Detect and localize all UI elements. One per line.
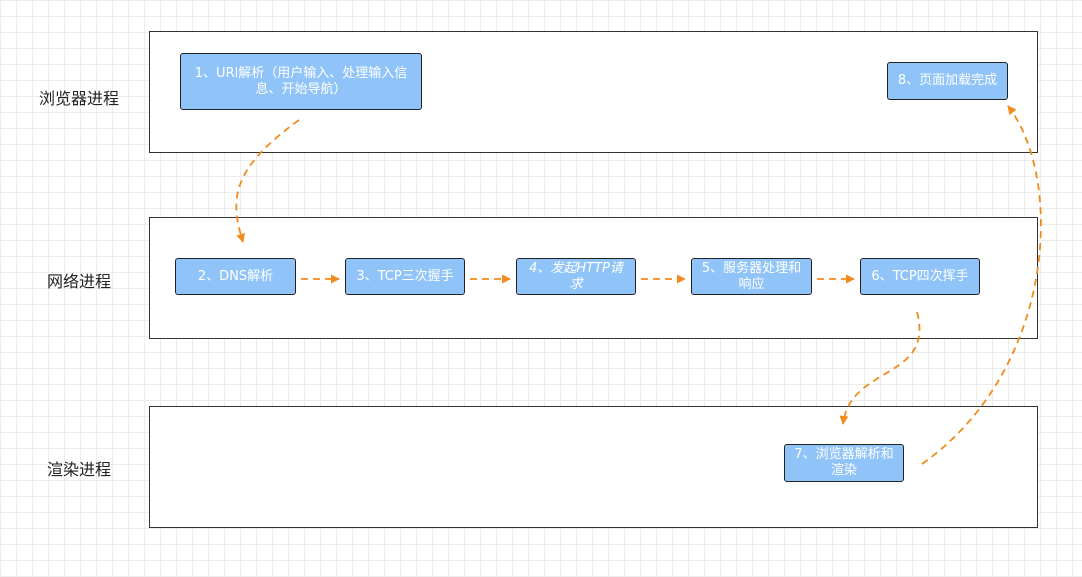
lane-label-render: 渲染进程 [46,460,111,479]
arrow-7-to-8 [921,105,1042,465]
step-8-label: 8、页面加载完成 [897,73,998,88]
arrow-1-to-2 [235,119,300,243]
step-5-label: 5、服务器处理和响应 [701,260,802,292]
step-7-label: 7、浏览器解析和渲染 [794,447,894,478]
lane-label-browser: 浏览器进程 [38,89,119,108]
step-4-http-request-node[interactable]: 4、发起HTTP请求 [516,258,636,295]
step-8-page-loaded-node[interactable]: 8、页面加载完成 [887,62,1008,100]
lane-label-network: 网络进程 [46,272,111,291]
step-3-tcp-handshake-node[interactable]: 3、TCP三次握手 [345,258,465,295]
step-7-browser-render-node[interactable]: 7、浏览器解析和渲染 [784,444,904,482]
step-5-server-response-node[interactable]: 5、服务器处理和响应 [691,258,812,295]
step-4-label: 4、发起HTTP请求 [529,260,623,292]
step-3-label: 3、TCP三次握手 [356,268,454,284]
arrow-6-to-7 [839,311,921,425]
step-6-tcp-wave-node[interactable]: 6、TCP四次挥手 [860,258,980,295]
step-2-dns-node[interactable]: 2、DNS解析 [175,258,296,295]
step-1-url-parse-node[interactable]: 1、URl解析（用户输入、处理输入信息、开始导航） [180,53,422,110]
step-6-label: 6、TCP四次挥手 [871,268,969,284]
step-1-label: 1、URl解析（用户输入、处理输入信息、开始导航） [194,65,408,97]
step-2-label: 2、DNS解析 [197,268,274,284]
